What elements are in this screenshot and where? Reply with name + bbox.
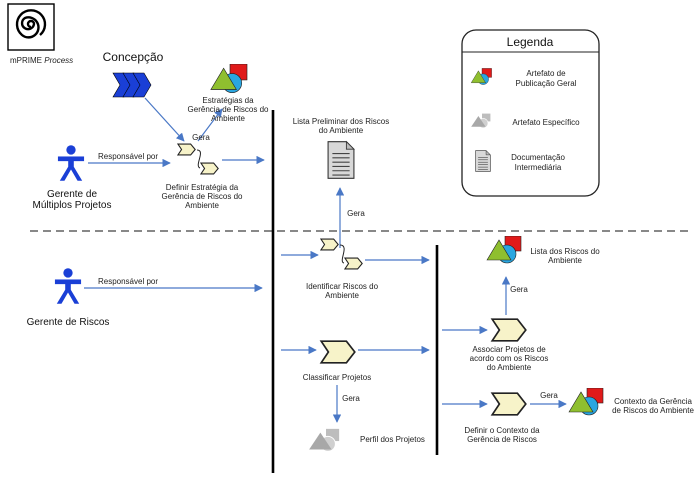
phase-label: Concepção (103, 50, 164, 64)
logo-caption: mPRIME Process (10, 56, 73, 65)
artifact-label: Lista Preliminar dos Riscos (293, 117, 389, 126)
activity-label: Ambiente (185, 201, 219, 210)
risk-manager-person-icon (54, 268, 82, 304)
artifact-label: Estratégias da (202, 96, 254, 105)
activity-label: Ambiente (325, 291, 359, 300)
arrow-phase-to-activity (144, 97, 185, 142)
relation-label: Responsável por (98, 277, 158, 286)
strategies-artifact-icon (210, 64, 248, 94)
artifact-label: Gerência de Riscos do (188, 105, 269, 114)
activity-identify-risks (320, 238, 363, 270)
classify-activity-icon (320, 340, 356, 364)
legend: Legenda Artefato de Publicação Geral Art… (461, 29, 600, 197)
associate-activity-icon (491, 318, 527, 342)
risk-list-artifact-icon (486, 236, 522, 264)
activity-icon (320, 238, 339, 251)
activity-label: acordo com os Riscos (470, 354, 549, 363)
relation-label: Gera (192, 133, 210, 142)
project-profile-artifact-icon (308, 428, 340, 452)
legend-box (461, 29, 600, 197)
activity-connector (196, 149, 201, 169)
relation-label: Gera (510, 285, 528, 294)
preliminary-list-document-icon (327, 141, 355, 179)
legend-title: Legenda (507, 35, 554, 49)
relation-label: Responsável por (98, 152, 158, 161)
artifact-label: Lista dos Riscos do (530, 247, 600, 256)
legend-item-label: Documentação (511, 153, 565, 162)
activity-label: do Ambiente (487, 363, 532, 372)
activity-label: Identificar Riscos do (306, 282, 379, 291)
legend-item-label: Publicação Geral (516, 79, 577, 88)
relation-label: Gera (540, 391, 558, 400)
arrow-gera-strategies (197, 108, 223, 142)
activity-label: Definir Estratégia da (166, 183, 239, 192)
artifact-label: Contexto da Gerência (614, 397, 692, 406)
logo (7, 3, 55, 51)
activity-label: Definir o Contexto da (464, 426, 540, 435)
activity-icon (177, 143, 196, 156)
artifact-label: Ambiente (211, 114, 245, 123)
multi-project-manager-person-icon (57, 145, 85, 181)
artifact-label: do Ambiente (319, 126, 364, 135)
activity-label: Classificar Projetos (303, 373, 371, 382)
risk-context-artifact-icon (568, 388, 604, 416)
role-label: Múltiplos Projetos (33, 200, 112, 211)
legend-item-label: Artefato Específico (512, 118, 580, 127)
activity-label: Gerência de Riscos (467, 435, 537, 444)
role-label: Gerente de (47, 189, 97, 200)
legend-document-icon (475, 150, 491, 172)
logo-spiral-icon (15, 9, 47, 39)
activity-connector (339, 244, 345, 264)
artifact-label: de Riscos do Ambiente (612, 406, 694, 415)
activity-icon (344, 257, 363, 270)
activity-label: Associar Projetos de (472, 345, 546, 354)
role-label: Gerente de Riscos (27, 317, 110, 328)
artifact-label: Ambiente (548, 256, 582, 265)
legend-item-label: Intermediária (515, 163, 562, 172)
activity-label: Gerência de Riscos do (162, 192, 243, 201)
context-activity-icon (491, 392, 527, 416)
relation-label: Gera (347, 209, 365, 218)
relation-label: Gera (342, 394, 360, 403)
activity-icon (200, 162, 219, 175)
artifact-label: Perfil dos Projetos (360, 435, 425, 444)
legend-item-label: Artefato de (526, 69, 566, 78)
phase-chevron-icon (112, 72, 152, 98)
activity-define-strategy (177, 143, 219, 175)
